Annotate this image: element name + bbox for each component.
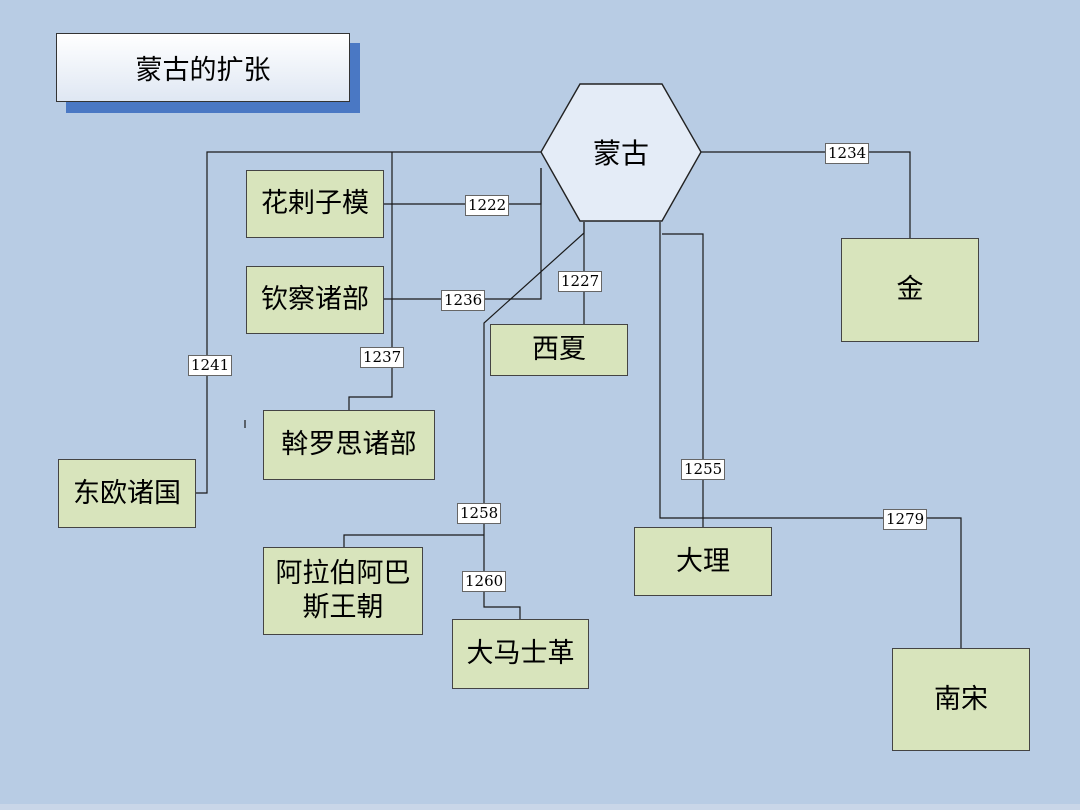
node-abbasid: 阿拉伯阿巴 斯王朝 [263,547,423,635]
year-label-1279: 1279 [883,509,928,530]
node-abbasid-line1: 阿拉伯阿巴 [275,558,411,589]
node-abbasid-line2: 斯王朝 [302,592,384,623]
year-label-1237: 1237 [360,347,405,368]
line-to-jin [701,151,911,238]
mongol-hexagon [540,83,702,222]
year-label-1236: 1236 [441,290,486,311]
year-label-1255: 1255 [681,459,726,480]
page-title: 蒙古的扩张 [56,33,350,102]
node-eluosi: 斡罗思诸部 [263,410,435,480]
node-xixia: 西夏 [490,324,628,376]
bottom-bar [0,804,1080,810]
node-damascus: 大马士革 [452,619,589,689]
year-label-1227: 1227 [558,271,603,292]
node-huarazim: 花剌子模 [246,170,384,238]
center-label-mongol: 蒙古 [592,137,649,170]
year-label-1260: 1260 [462,571,507,592]
line-to-song [659,222,962,648]
line-to-dali [662,233,704,527]
line-trunk-west [483,222,585,619]
node-southern-song: 南宋 [892,648,1030,751]
line-to-abbasid [343,534,484,547]
year-label-1258: 1258 [457,503,502,524]
node-dali: 大理 [634,527,772,596]
node-eastern-europe: 东欧诸国 [58,459,196,528]
line-to-eluosi [348,152,393,410]
line-to-qincha [384,168,542,300]
node-jin: 金 [841,238,979,342]
year-label-1241: 1241 [188,355,233,376]
year-label-1234: 1234 [825,143,870,164]
line-top-left [196,151,541,494]
year-label-1222: 1222 [465,195,510,216]
node-qincha: 钦察诸部 [246,266,384,334]
line-to-huarazim [384,168,542,205]
